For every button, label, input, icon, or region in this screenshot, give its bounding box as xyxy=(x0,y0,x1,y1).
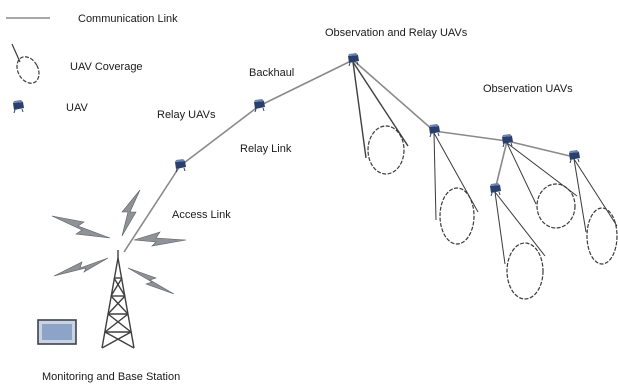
monitor-screen-icon xyxy=(37,319,77,345)
coverage-ellipse-3 xyxy=(536,183,576,229)
relay-link-line xyxy=(179,105,260,167)
coverage-ellipse-1 xyxy=(367,125,405,175)
base-station-tower-icon xyxy=(51,189,187,349)
communication-links xyxy=(123,59,575,253)
legend-link-label: Communication Link xyxy=(78,13,178,25)
legend: Communication Link UAV Coverage UAV xyxy=(6,13,178,114)
observation-link-line-3 xyxy=(506,140,575,158)
label-relay-link: Relay Link xyxy=(240,143,292,155)
label-base-station: Monitoring and Base Station xyxy=(42,371,180,383)
label-backhaul: Backhaul xyxy=(249,67,294,79)
uav-relay-2 xyxy=(253,98,266,113)
coverage-ellipse-5 xyxy=(506,242,544,300)
legend-coverage-label: UAV Coverage xyxy=(70,61,143,73)
access-link-line xyxy=(123,165,181,253)
label-observation-relay-uavs: Observation and Relay UAVs xyxy=(325,27,468,39)
coverage-ellipse-4 xyxy=(586,207,618,265)
legend-uav-icon xyxy=(12,99,25,114)
uav-relay-1 xyxy=(174,158,187,173)
legend-coverage-icon xyxy=(11,43,40,84)
observation-link-line-2 xyxy=(433,130,508,142)
coverage-areas xyxy=(352,61,618,300)
label-relay-uavs: Relay UAVs xyxy=(157,109,216,121)
label-access-link: Access Link xyxy=(172,209,231,221)
observation-link-line-4 xyxy=(494,140,508,191)
observation-link-line-1 xyxy=(352,59,435,132)
diagram-labels: Observation and Relay UAVs Backhaul Obse… xyxy=(42,27,573,383)
backhaul-link-line xyxy=(258,59,354,107)
label-observation-uavs: Observation UAVs xyxy=(483,83,573,95)
legend-uav-label: UAV xyxy=(66,102,88,114)
coverage-ellipse-2 xyxy=(439,187,475,245)
